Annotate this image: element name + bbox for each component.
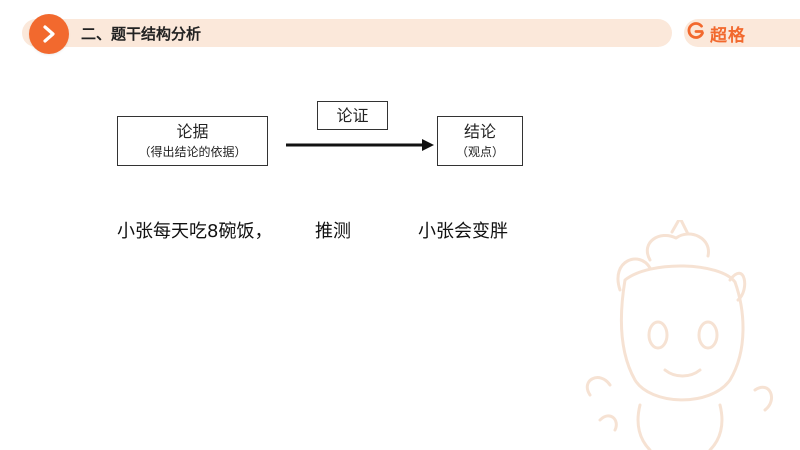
conclusion-box: 结论 （观点） <box>437 116 523 166</box>
example-evidence: 小张每天吃8碗饭， <box>117 221 273 242</box>
evidence-box: 论据 （得出结论的依据） <box>117 116 268 166</box>
arrow-connector <box>286 139 434 151</box>
header-bar <box>22 19 672 47</box>
evidence-subtitle: （得出结论的依据） <box>138 145 247 159</box>
argument-box: 论证 <box>317 101 388 130</box>
example-conclusion: 小张会变胖 <box>418 221 508 242</box>
logo-text: 超格 <box>710 25 746 46</box>
conclusion-subtitle: （观点） <box>455 145 504 159</box>
chevron-right-icon <box>29 14 69 54</box>
brand-logo: 超格 <box>686 19 746 47</box>
section-title: 二、题干结构分析 <box>81 25 202 43</box>
unicorn-mascot <box>586 220 773 450</box>
c-logo-icon <box>686 21 706 45</box>
evidence-label: 论据 <box>176 122 209 141</box>
conclusion-label: 结论 <box>463 122 496 141</box>
example-inference: 推测 <box>315 221 351 242</box>
